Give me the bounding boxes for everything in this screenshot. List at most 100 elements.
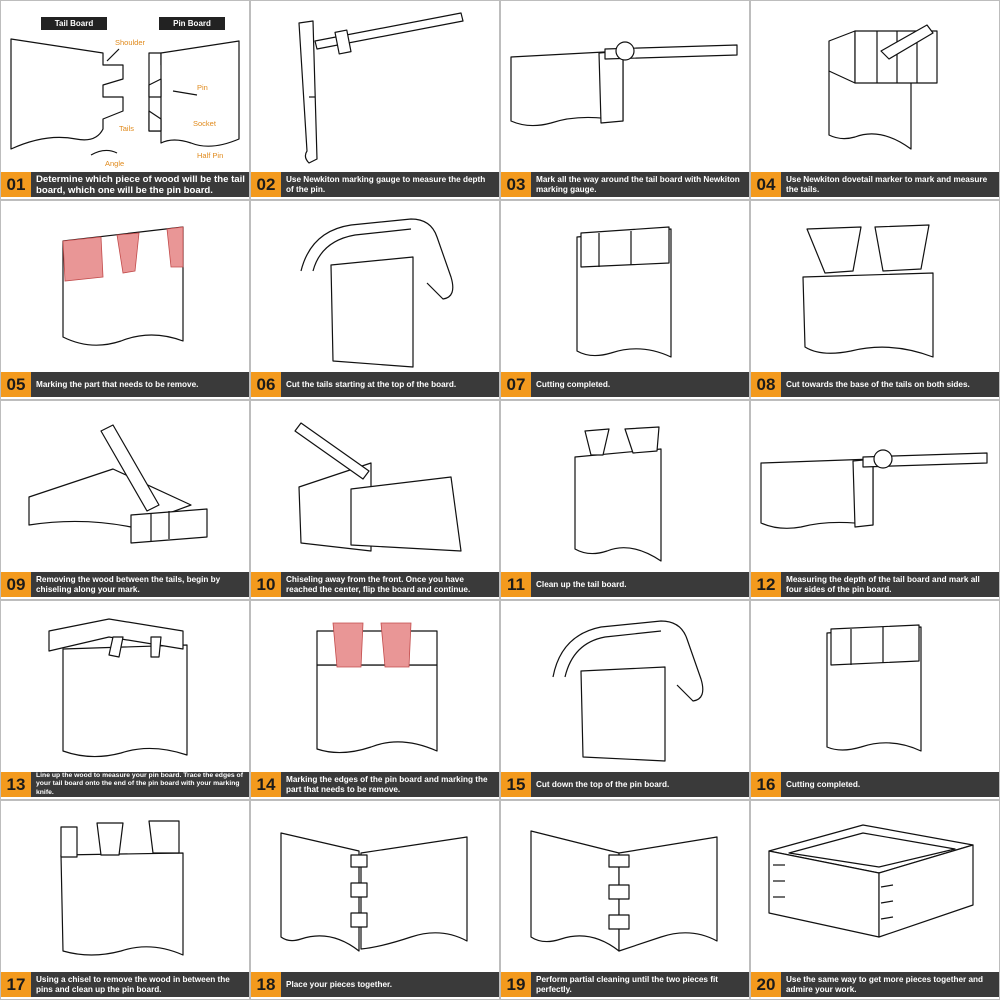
step-caption: 15 Cut down the top of the pin board.: [501, 772, 749, 797]
step-number: 15: [501, 772, 531, 797]
step-text: Use the same way to get more pieces toge…: [786, 975, 984, 994]
step-number: 11: [501, 572, 531, 597]
step-text: Line up the wood to measure your pin boa…: [36, 771, 243, 796]
step-caption: 13 Line up the wood to measure your pin …: [1, 772, 249, 797]
socket-label: Socket: [193, 119, 216, 128]
step-caption: 07 Cutting completed.: [501, 372, 749, 397]
step-number: 07: [501, 372, 531, 397]
step-card-18: 18 Place your pieces together.: [250, 800, 500, 1000]
saw-cutting-tails-icon: [300, 218, 454, 368]
marked-pin-board-icon: [316, 622, 438, 754]
step-number: 06: [251, 372, 281, 397]
step-card-03: 03 Mark all the way around the tail boar…: [500, 0, 750, 200]
marking-gauge-on-board-icon: [298, 12, 464, 164]
step-text: Clean up the tail board.: [536, 579, 627, 589]
step-number: 03: [501, 172, 531, 197]
angle-label: Angle: [105, 159, 125, 168]
step-card-16: 16 Cutting completed.: [750, 600, 1000, 800]
step-caption: 01 Determine which piece of wood will be…: [1, 172, 249, 197]
step-number: 19: [501, 972, 531, 997]
step-caption: 12 Measuring the depth of the tail board…: [751, 572, 999, 597]
step-number: 16: [751, 772, 781, 797]
step-text: Cutting completed.: [786, 779, 861, 789]
step-caption: 20 Use the same way to get more pieces t…: [751, 972, 999, 997]
step-card-15: 15 Cut down the top of the pin board.: [500, 600, 750, 800]
step-text: Marking the part that needs to be remove…: [36, 379, 199, 389]
step-card-14: 14 Marking the edges of the pin board an…: [250, 600, 500, 800]
step-card-04: 04 Use Newkiton dovetail marker to mark …: [750, 0, 1000, 200]
tails-cut-to-base-icon: [802, 224, 934, 358]
step-text: Cut down the top of the pin board.: [536, 779, 670, 789]
cut-pin-board-icon: [826, 624, 922, 752]
step-number: 18: [251, 972, 281, 997]
step-text: Mark all the way around the tail board w…: [536, 175, 740, 194]
step-card-19: 19 Perform partial cleaning until the tw…: [500, 800, 750, 1000]
clean-tail-board-icon: [574, 426, 662, 562]
step-card-07: 07 Cutting completed.: [500, 200, 750, 400]
saw-cutting-pins-icon: [552, 620, 704, 762]
step-number: 02: [251, 172, 281, 197]
step-card-05: 05 Marking the part that needs to be rem…: [0, 200, 250, 400]
step-text: Determine which piece of wood will be th…: [36, 173, 245, 196]
step-text: Cutting completed.: [536, 379, 611, 389]
step-caption: 16 Cutting completed.: [751, 772, 999, 797]
step-card-11: 11 Clean up the tail board.: [500, 400, 750, 600]
step-caption: 09 Removing the wood between the tails, …: [1, 572, 249, 597]
step-number: 01: [1, 172, 31, 197]
step-text: Using a chisel to remove the wood in bet…: [36, 975, 230, 994]
step-caption: 08 Cut towards the base of the tails on …: [751, 372, 999, 397]
step-text: Removing the wood between the tails, beg…: [36, 575, 221, 594]
step-number: 17: [1, 972, 31, 997]
step-caption: 18 Place your pieces together.: [251, 972, 499, 997]
trace-tail-onto-pin-board-icon: [48, 618, 188, 758]
step-card-17: 17 Using a chisel to remove the wood in …: [0, 800, 250, 1000]
step-text: Chiseling away from the front. Once you …: [286, 575, 471, 594]
marking-gauge-around-board-icon: [510, 41, 738, 127]
gauge-on-pin-board-icon: [760, 449, 988, 529]
boards-placed-together-icon: [280, 832, 468, 952]
step-caption: 05 Marking the part that needs to be rem…: [1, 372, 249, 397]
shoulder-label: Shoulder: [115, 38, 146, 47]
pin-label: Pin: [197, 83, 208, 92]
step-text: Place your pieces together.: [286, 979, 393, 989]
step-caption: 06 Cut the tails starting at the top of …: [251, 372, 499, 397]
tail-and-pin-boards-diagram-icon: [10, 38, 240, 156]
step-text: Marking the edges of the pin board and m…: [286, 775, 488, 794]
step-caption: 14 Marking the edges of the pin board an…: [251, 772, 499, 797]
tails-label: Tails: [119, 124, 135, 133]
marked-tail-board-icon: [62, 226, 184, 346]
step-text: Use Newkiton marking gauge to measure th…: [286, 175, 486, 194]
chiseled-pin-board-icon: [60, 820, 184, 956]
step-card-01: Tail Board Pin Board Shoulder Tails Angl…: [0, 0, 250, 200]
step-number: 05: [1, 372, 31, 397]
step-caption: 17 Using a chisel to remove the wood in …: [1, 972, 249, 997]
tail-board-tag: Tail Board: [41, 17, 107, 30]
step-caption: 04 Use Newkiton dovetail marker to mark …: [751, 172, 999, 197]
chisel-along-mark-icon: [28, 424, 208, 544]
step-number: 20: [751, 972, 781, 997]
step-caption: 10 Chiseling away from the front. Once y…: [251, 572, 499, 597]
pin-board-tag: Pin Board: [159, 17, 225, 30]
step-number: 12: [751, 572, 781, 597]
step-number: 04: [751, 172, 781, 197]
step-card-06: 06 Cut the tails starting at the top of …: [250, 200, 500, 400]
step-caption: 02 Use Newkiton marking gauge to measure…: [251, 172, 499, 197]
step-text: Perform partial cleaning until the two p…: [536, 975, 718, 994]
step-caption: 03 Mark all the way around the tail boar…: [501, 172, 749, 197]
step-number: 09: [1, 572, 31, 597]
step-number: 14: [251, 772, 281, 797]
step-card-08: 08 Cut towards the base of the tails on …: [750, 200, 1000, 400]
cut-tail-board-icon: [576, 226, 672, 358]
step-card-13: 13 Line up the wood to measure your pin …: [0, 600, 250, 800]
step-number: 13: [1, 772, 31, 797]
step-number: 10: [251, 572, 281, 597]
step-text: Cut towards the base of the tails on bot…: [786, 379, 970, 389]
step-caption: 11 Clean up the tail board.: [501, 572, 749, 597]
step-card-02: 02 Use Newkiton marking gauge to measure…: [250, 0, 500, 200]
step-text: Measuring the depth of the tail board an…: [786, 575, 980, 594]
step-caption: 19 Perform partial cleaning until the tw…: [501, 972, 749, 997]
dovetail-marker-on-board-icon: [828, 24, 938, 150]
step-card-12: 12 Measuring the depth of the tail board…: [750, 400, 1000, 600]
finished-dovetail-box-icon: [768, 824, 974, 938]
